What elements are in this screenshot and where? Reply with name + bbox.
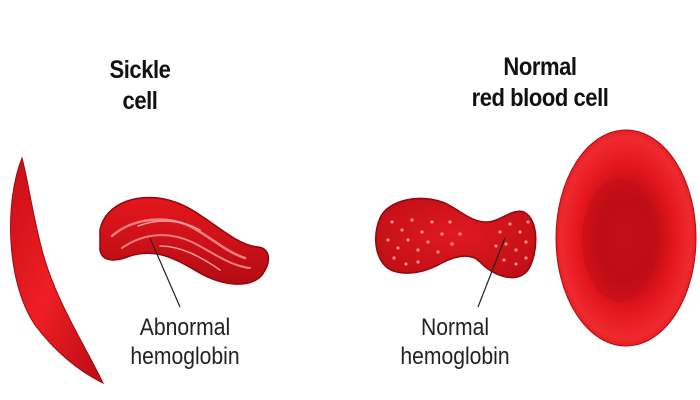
sickle-cell-whole [10, 156, 105, 385]
normal-cell-whole [555, 129, 697, 347]
normal-cell-title: Normal red blood cell [452, 52, 628, 114]
abnormal-leader-line [149, 237, 181, 308]
normal-hemoglobin-label: Normal hemoglobin [380, 313, 530, 371]
normal-leader-line [477, 237, 506, 308]
normal-title-line-2: red blood cell [471, 84, 609, 112]
sickle-title-line-1: Sickle [109, 56, 171, 84]
normal-cell-cross-section [375, 197, 537, 279]
sickle-cell-title: Sickle cell [78, 55, 201, 117]
normal-label-line-1: Normal [420, 314, 490, 341]
normal-title-line-1: Normal [503, 53, 577, 81]
sickle-title-line-2: cell [122, 87, 158, 115]
sickle-cell-cross-section [99, 196, 270, 285]
abnormal-hemoglobin-label: Abnormal hemoglobin [110, 313, 260, 371]
normal-label-line-2: hemoglobin [400, 343, 510, 370]
abnormal-label-line-1: Abnormal [139, 314, 231, 341]
abnormal-label-line-2: hemoglobin [130, 343, 240, 370]
